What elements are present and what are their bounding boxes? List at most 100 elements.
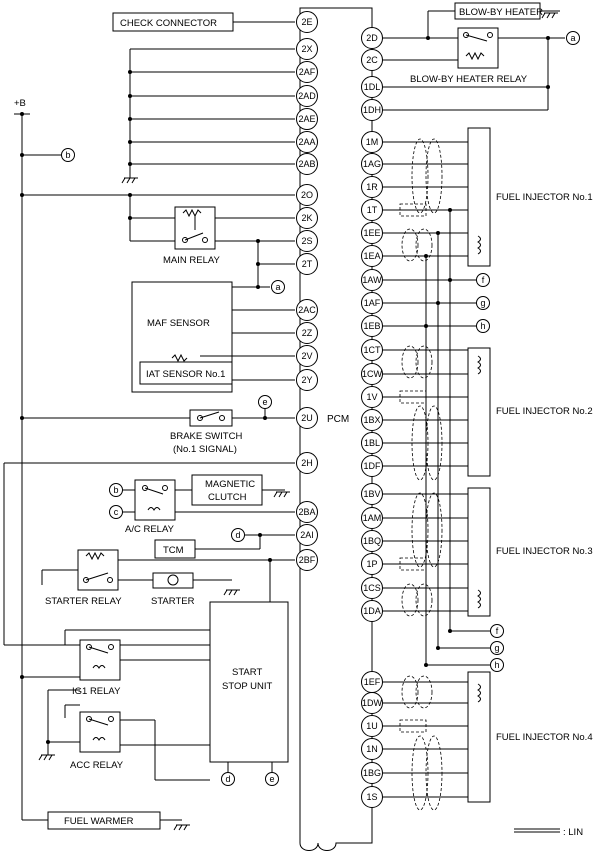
ground-symbol — [173, 824, 190, 831]
starter-relay-box — [77, 549, 119, 591]
pcm-pin-2d: 2D — [361, 27, 383, 49]
svg-text:d: d — [235, 530, 240, 540]
pcm-pin-2c: 2C — [361, 49, 383, 71]
svg-text:d: d — [225, 774, 230, 784]
svg-text:b: b — [65, 150, 70, 160]
connector-ref-e: e — [265, 772, 279, 786]
svg-text:2BF: 2BF — [299, 555, 316, 565]
start-stop-label-2: STOP UNIT — [222, 681, 273, 692]
pcm-pin-2bf: 2BF — [296, 549, 318, 571]
start-stop-unit-box — [209, 601, 289, 763]
svg-text:2Y: 2Y — [301, 375, 312, 385]
svg-text:2D: 2D — [366, 33, 378, 43]
injector-2-coil-icon — [477, 355, 481, 375]
connector-ref-e: e — [258, 395, 272, 409]
pcm-pin-1af: 1AF — [361, 292, 383, 314]
maf-sensor-label: MAF SENSOR — [147, 318, 210, 329]
ground-symbol — [541, 12, 558, 19]
connector-ref-d: d — [221, 772, 235, 786]
pcm-pin-2ae: 2AE — [296, 108, 318, 130]
fuel-injector-3-label: FUEL INJECTOR No.3 — [496, 546, 593, 557]
tcm-label: TCM — [163, 545, 184, 556]
svg-text:1DW: 1DW — [362, 698, 383, 708]
injector-4-coil-icon — [477, 683, 481, 703]
starter-relay-coil-icon — [85, 551, 105, 561]
svg-text:1AG: 1AG — [363, 159, 381, 169]
ig1-relay-coil-icon — [92, 665, 106, 669]
pcm-body — [299, 7, 373, 851]
ground-symbol — [121, 177, 138, 184]
ac-relay-label: A/C RELAY — [125, 524, 175, 535]
pcm-pin-1bg: 1BG — [361, 762, 383, 784]
blowby-relay-label: BLOW-BY HEATER RELAY — [410, 74, 528, 85]
blowby-heater-label: BLOW-BY HEATER — [459, 7, 543, 18]
svg-text:2H: 2H — [301, 458, 313, 468]
svg-text:1AW: 1AW — [362, 275, 382, 285]
pcm-pin-2af: 2AF — [296, 61, 318, 83]
svg-text:2Z: 2Z — [302, 328, 313, 338]
svg-text:2U: 2U — [301, 413, 313, 423]
pcm-pin-1bq: 1BQ — [361, 530, 383, 552]
pcm-pin-1ct: 1CT — [361, 339, 383, 361]
starter-label: STARTER — [151, 596, 195, 607]
svg-text:2AC: 2AC — [298, 305, 316, 315]
pcm-pin-2y: 2Y — [296, 369, 318, 391]
fuel-warmer-label: FUEL WARMER — [64, 816, 134, 827]
iat-sensor-label: IAT SENSOR No.1 — [146, 369, 225, 380]
main-relay-label: MAIN RELAY — [163, 255, 221, 266]
svg-text:2S: 2S — [301, 236, 312, 246]
svg-text:1EF: 1EF — [364, 677, 381, 687]
svg-text:1R: 1R — [366, 182, 378, 192]
acc-relay-coil-icon — [92, 737, 106, 741]
pcm-pin-1u: 1U — [361, 715, 383, 737]
svg-text:2AD: 2AD — [298, 91, 316, 101]
connector-ref-d: d — [231, 528, 245, 542]
connector-ref-c: c — [109, 505, 123, 519]
svg-text:f: f — [496, 626, 499, 636]
svg-text:h: h — [494, 660, 499, 670]
pcm-pin-2u: 2U — [296, 407, 318, 429]
pcm-pin-1ag: 1AG — [361, 153, 383, 175]
svg-text:1AM: 1AM — [363, 513, 382, 523]
ground-symbol — [273, 491, 290, 498]
pcm-pin-1ee: 1EE — [361, 222, 383, 244]
supply-label: +B — [14, 98, 26, 109]
svg-text:1DF: 1DF — [363, 461, 381, 471]
pcm-pin-1p: 1P — [361, 553, 383, 575]
pcm-pin-2k: 2K — [296, 207, 318, 229]
pcm-pin-2h: 2H — [296, 452, 318, 474]
svg-text:1CW: 1CW — [362, 369, 383, 379]
pcm-pin-1r: 1R — [361, 176, 383, 198]
svg-text:1BX: 1BX — [363, 415, 380, 425]
ac-relay-coil-icon — [147, 507, 161, 511]
svg-text:1DL: 1DL — [364, 82, 381, 92]
svg-text:g: g — [480, 298, 485, 308]
svg-text:2K: 2K — [301, 213, 312, 223]
fuel-injector-4-box — [467, 671, 491, 803]
connector-ref-f: f — [490, 624, 504, 638]
fuel-injector-3-box — [467, 487, 491, 617]
pcm-pin-1bl: 1BL — [361, 432, 383, 454]
pcm-pin-2v: 2V — [296, 345, 318, 367]
svg-text:g: g — [494, 643, 499, 653]
brake-switch-label-1: BRAKE SWITCH — [170, 431, 242, 442]
svg-text:2C: 2C — [366, 55, 378, 65]
svg-text:1AF: 1AF — [364, 298, 381, 308]
svg-text:1CT: 1CT — [363, 345, 381, 355]
pcm-pin-2t: 2T — [296, 253, 318, 275]
pcm-pin-1bx: 1BX — [361, 409, 383, 431]
pcm-pin-1dl: 1DL — [361, 76, 383, 98]
ground-symbol — [223, 589, 240, 596]
pcm-pin-1da: 1DA — [361, 600, 383, 622]
connector-ref-a: a — [566, 31, 580, 45]
fuel-injector-1-label: FUEL INJECTOR No.1 — [496, 192, 593, 203]
svg-text:1U: 1U — [366, 721, 378, 731]
fuel-injector-4-label: FUEL INJECTOR No.4 — [496, 732, 593, 743]
pcm-pin-2x: 2X — [296, 38, 318, 60]
pcm-pin-1ef: 1EF — [361, 671, 383, 693]
acc-relay-box — [79, 711, 121, 753]
pcm-pin-2z: 2Z — [296, 322, 318, 344]
fuel-injector-2-label: FUEL INJECTOR No.2 — [496, 406, 593, 417]
pcm-pin-2ba: 2BA — [296, 501, 318, 523]
